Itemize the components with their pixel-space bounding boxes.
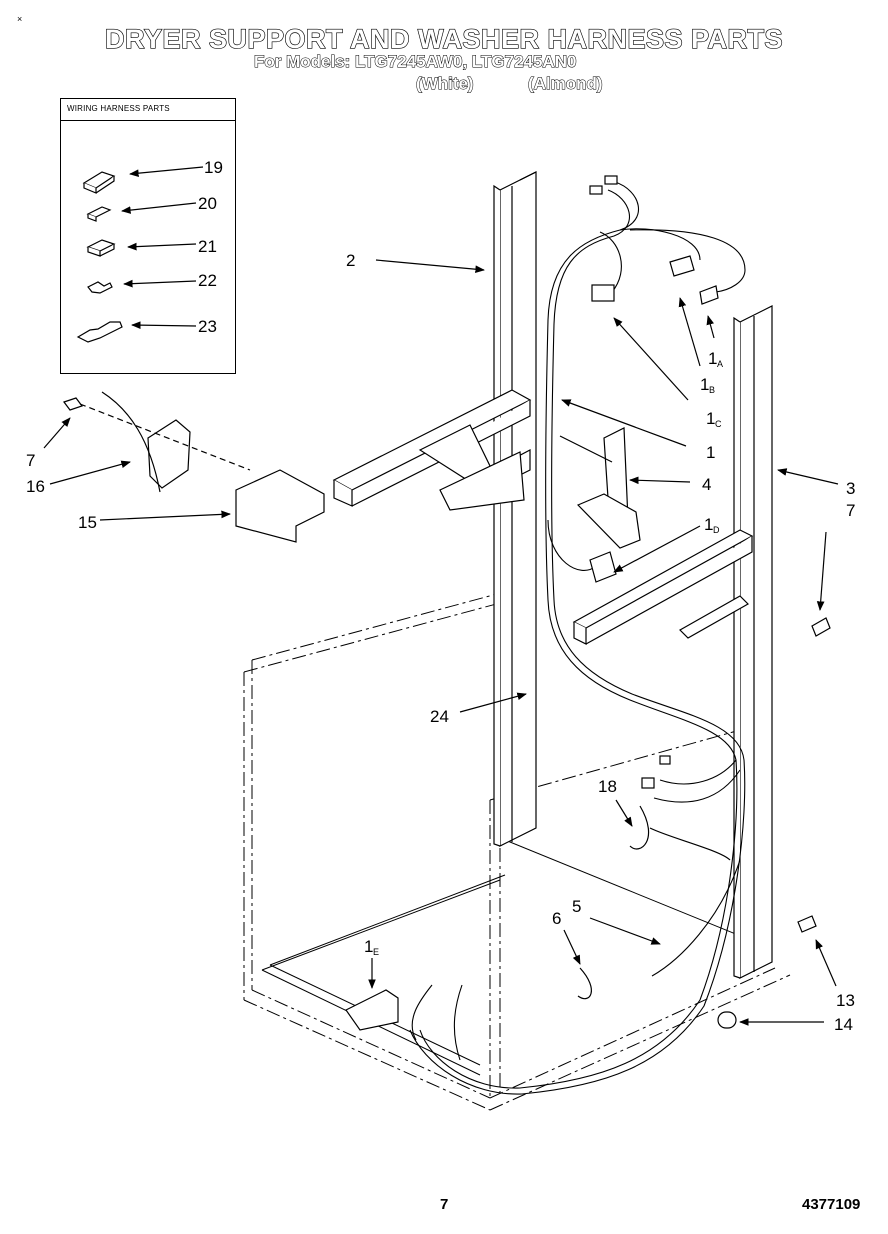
color-white-label: (White) xyxy=(416,74,475,94)
models-line: For Models: LTG7245AW0, LTG7245AN0 xyxy=(253,52,577,72)
callout-22: 22 xyxy=(198,271,217,290)
callout-14: 14 xyxy=(834,1015,853,1034)
corner-mark: × xyxy=(17,14,23,24)
callout-2: 2 xyxy=(346,251,355,270)
connector-1d xyxy=(589,551,617,583)
connector-part-21 xyxy=(86,239,116,257)
connector-1a xyxy=(699,285,719,305)
terminal-part-22 xyxy=(87,281,113,294)
callout-1d: 1 xyxy=(704,515,713,534)
callout-13: 13 xyxy=(836,991,855,1010)
cabinet-floor xyxy=(261,839,771,1076)
callout-19: 19 xyxy=(204,158,223,177)
callout-7-right: 7 xyxy=(846,501,855,520)
callout-1c-sub: C xyxy=(715,419,722,429)
callout-1a: 1 xyxy=(708,349,717,368)
page-title: DRYER SUPPORT AND WASHER HARNESS PARTS xyxy=(104,23,784,54)
wiring-harness-parts-inset: WIRING HARNESS PARTS xyxy=(60,98,236,374)
callout-21: 21 xyxy=(198,237,217,256)
callout-24: 24 xyxy=(430,707,449,726)
callout-1b-sub: B xyxy=(709,385,715,395)
callout-18: 18 xyxy=(598,777,617,796)
right-cross-brace xyxy=(572,529,754,645)
connector-1c xyxy=(591,284,615,302)
left-cross-brace xyxy=(332,389,532,511)
wiring-harness xyxy=(409,181,746,1095)
callout-7-left: 7 xyxy=(26,451,35,470)
connector-part-20 xyxy=(86,206,112,222)
connector-1e xyxy=(345,989,399,1031)
page-number: 7 xyxy=(440,1196,449,1213)
callout-6: 6 xyxy=(552,909,561,928)
left-bracket-assembly xyxy=(63,391,325,543)
callout-3: 3 xyxy=(846,479,855,498)
connector-part-19 xyxy=(82,171,116,194)
harness-connectors xyxy=(345,175,831,1031)
leader-lines xyxy=(43,259,839,1026)
inset-parts xyxy=(76,166,204,343)
connector-1b xyxy=(669,255,695,277)
part-16 xyxy=(147,419,191,489)
right-vertical-support xyxy=(733,305,773,979)
callout-1e: 1 xyxy=(364,937,373,956)
callout-1c: 1 xyxy=(706,409,715,428)
left-vertical-support xyxy=(493,171,537,847)
inset-heading: WIRING HARNESS PARTS xyxy=(61,99,235,121)
callout-1: 1 xyxy=(706,443,715,462)
callout-1a-sub: A xyxy=(717,359,723,369)
screw-7-right xyxy=(811,617,831,637)
callout-1e-sub: E xyxy=(373,947,379,957)
color-almond-label: (Almond) xyxy=(528,74,604,94)
terminal-part-23 xyxy=(76,321,123,343)
part-15 xyxy=(235,469,325,543)
callout-1d-sub: D xyxy=(713,525,720,535)
screw-13 xyxy=(797,915,817,933)
callout-4: 4 xyxy=(702,475,711,494)
callout-15: 15 xyxy=(78,513,97,532)
clip-6 xyxy=(577,967,592,1000)
screw-7-left xyxy=(63,397,83,411)
callout-23: 23 xyxy=(198,317,217,336)
callout-16: 16 xyxy=(26,477,45,496)
callout-20: 20 xyxy=(198,194,217,213)
callout-5: 5 xyxy=(572,897,581,916)
callout-1b: 1 xyxy=(700,375,709,394)
bracket-4 xyxy=(559,427,641,549)
document-number: 4377109 xyxy=(802,1196,861,1213)
part-14-washer xyxy=(717,1011,737,1029)
